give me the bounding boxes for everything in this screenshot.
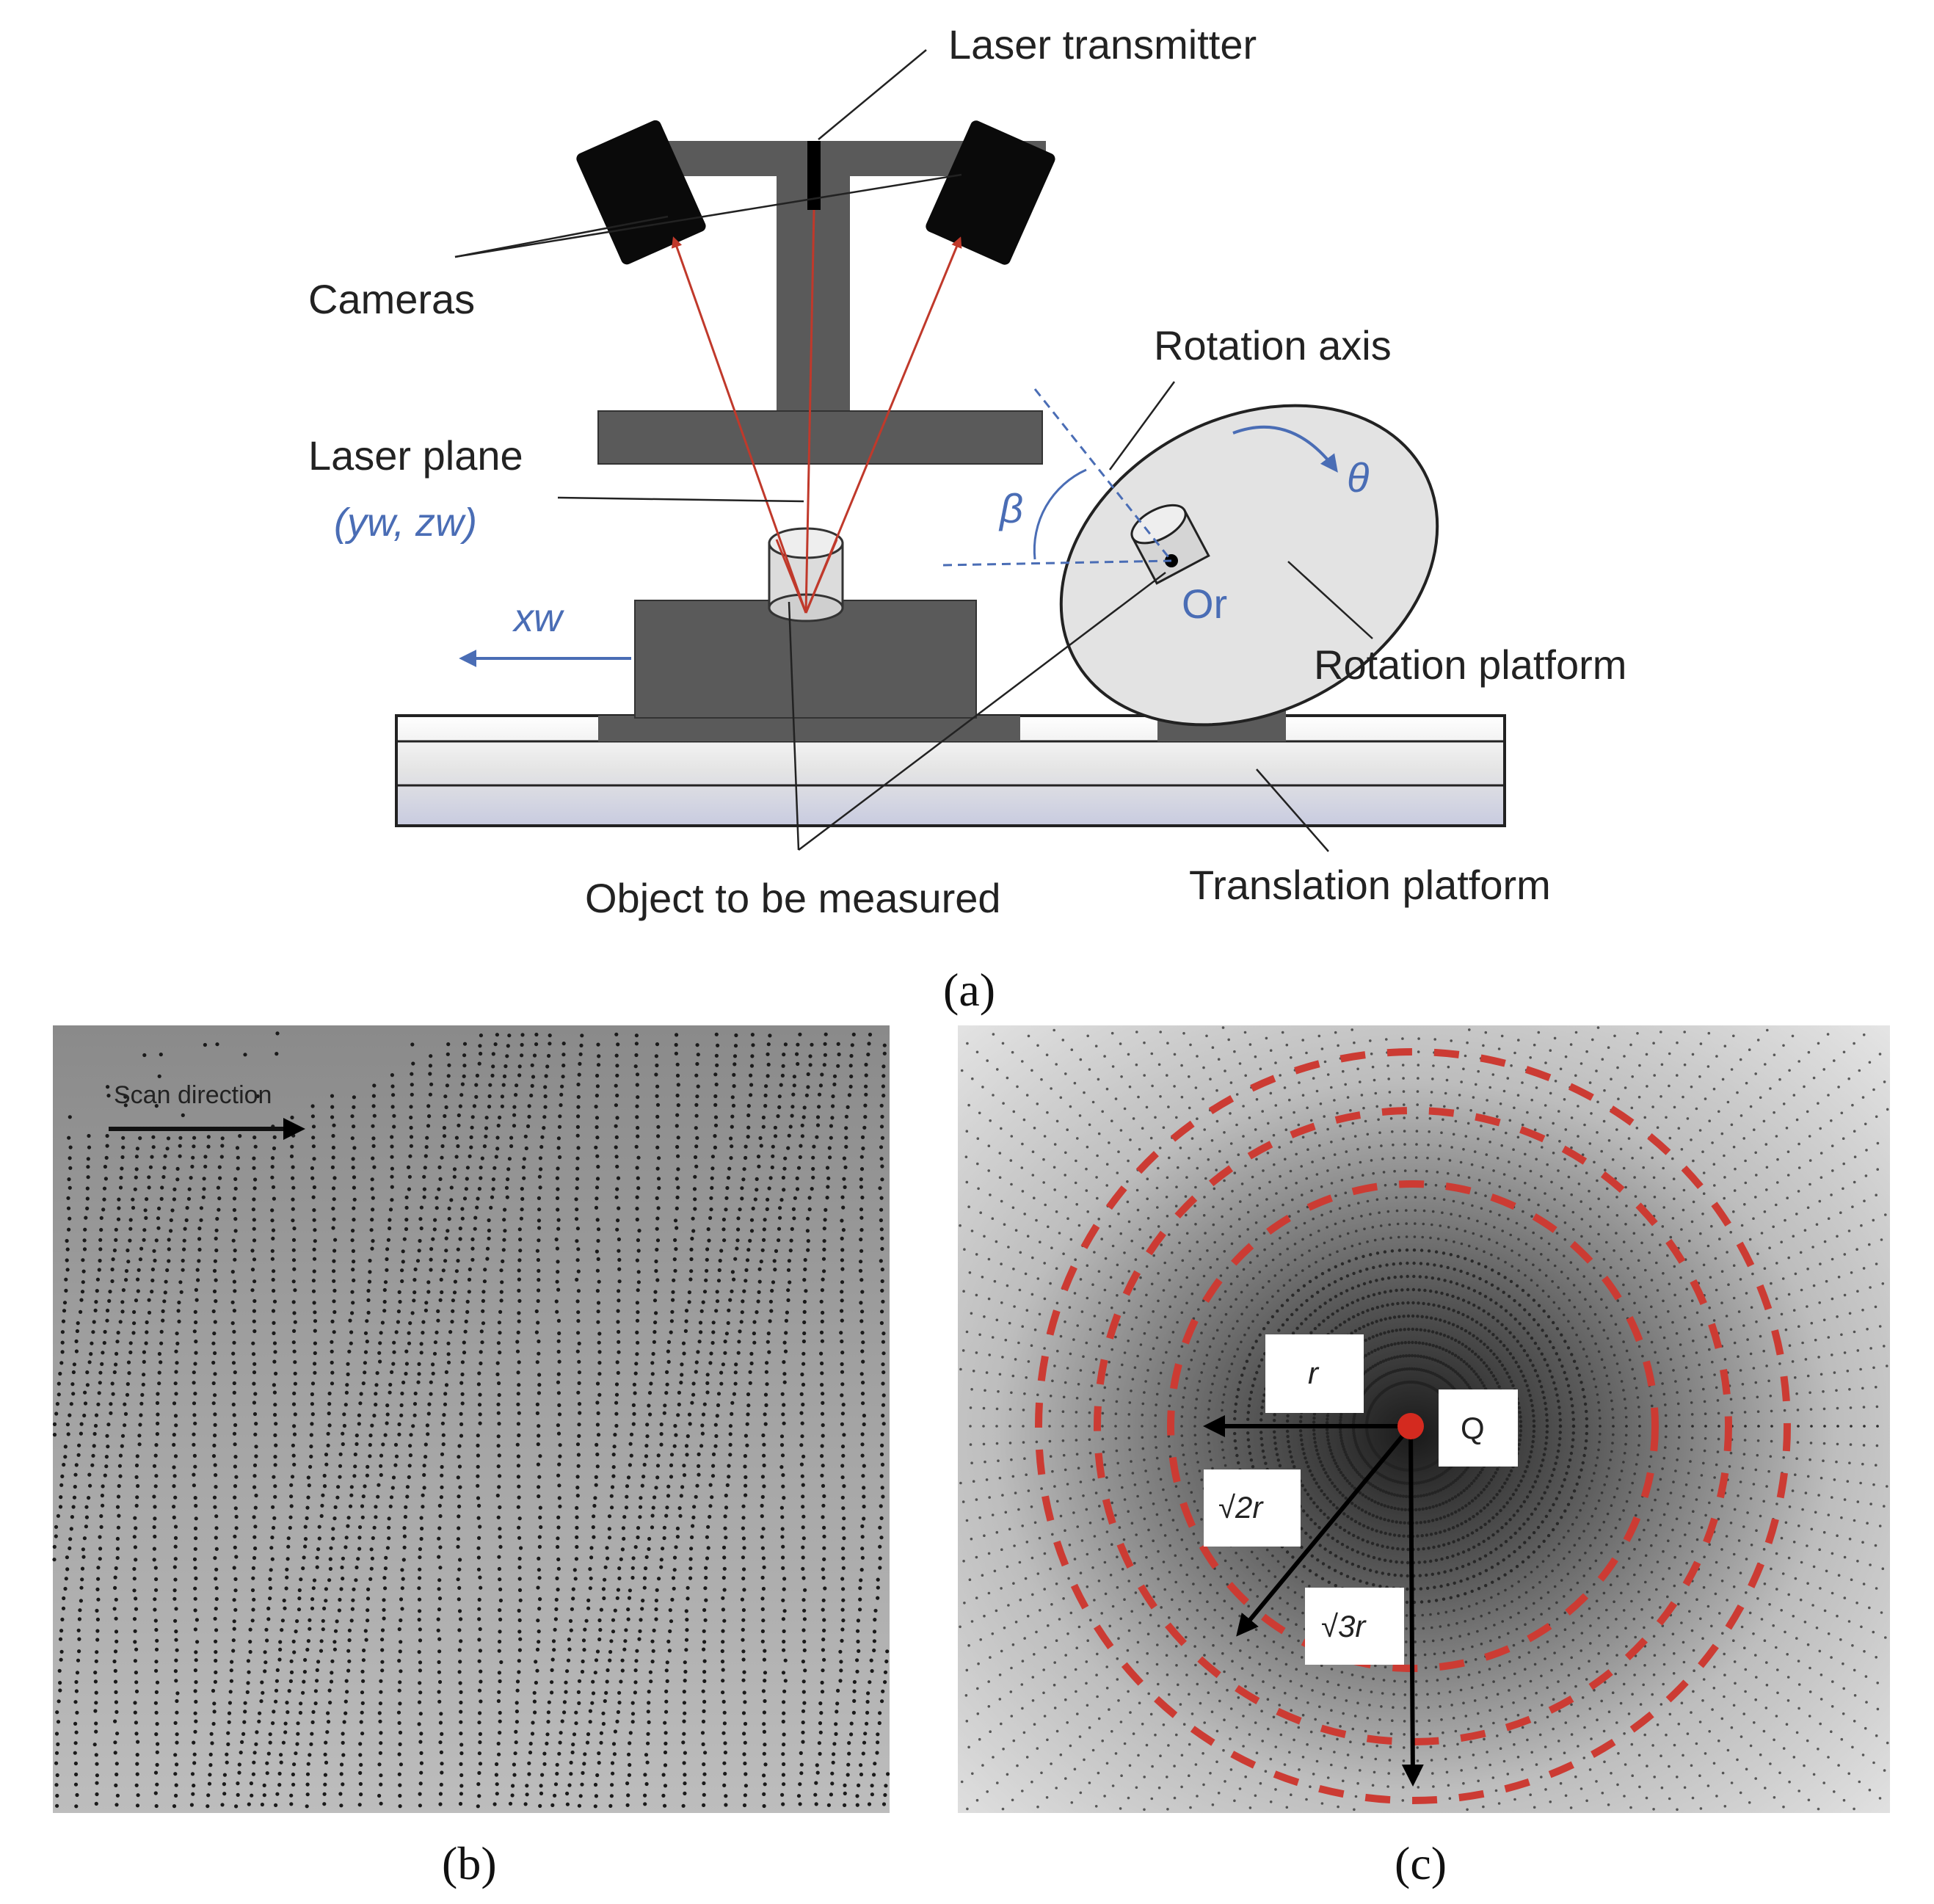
label-laser-plane: Laser plane <box>308 432 523 479</box>
camera-right <box>926 120 1055 265</box>
label-translation-platform: Translation platform <box>1189 862 1551 908</box>
rotation-platform <box>1059 404 1439 727</box>
label-scan-direction: Scan direction <box>114 1081 272 1109</box>
label-laser-plane-coords: (yw, zw) <box>334 501 477 545</box>
label-box-q: Q <box>1439 1389 1518 1467</box>
caption-b: (b) <box>442 1837 497 1889</box>
panel-b: Scan direction (b) <box>52 1025 890 1889</box>
label-box-r: r <box>1265 1334 1364 1413</box>
ring-sqrt2r <box>1094 1107 1732 1745</box>
label-cameras: Cameras <box>308 276 475 322</box>
leader-lines <box>454 49 1373 852</box>
radius-arrows <box>1203 1415 1424 1787</box>
panel-a: Laser transmitter Cameras Rotation axis … <box>308 21 1626 1016</box>
label-box-sqrt3r: √3r <box>1305 1588 1404 1665</box>
label-object: Object to be measured <box>585 875 1001 921</box>
label-rotation-platform: Rotation platform <box>1314 642 1626 688</box>
laser-transmitter <box>807 141 821 210</box>
camera-left <box>576 120 706 265</box>
ring-sqrt3r <box>1035 1048 1791 1804</box>
label-theta: θ <box>1347 454 1369 501</box>
neighborhood-background <box>958 1025 1890 1813</box>
label-beta: β <box>998 485 1023 531</box>
label-origin: Or <box>1182 581 1227 627</box>
panel-c: r Q √2r √3r (c) <box>958 1025 1890 1889</box>
theta-arrow <box>1232 425 1338 473</box>
label-rotation-axis: Rotation axis <box>1154 322 1392 368</box>
rotation-axis-marker <box>942 388 1173 567</box>
center-point-q <box>1397 1413 1424 1439</box>
base-plate <box>598 716 1020 741</box>
caption-a: (a) <box>943 964 995 1016</box>
caption-c: (c) <box>1395 1837 1447 1889</box>
laser-rays <box>671 209 962 614</box>
label-x-axis: xw <box>512 596 564 640</box>
label-box-sqrt2r: √2r <box>1204 1469 1301 1547</box>
scan-point-cloud <box>52 1031 890 1809</box>
label-laser-transmitter: Laser transmitter <box>948 21 1257 68</box>
beta-arc <box>1033 468 1087 560</box>
